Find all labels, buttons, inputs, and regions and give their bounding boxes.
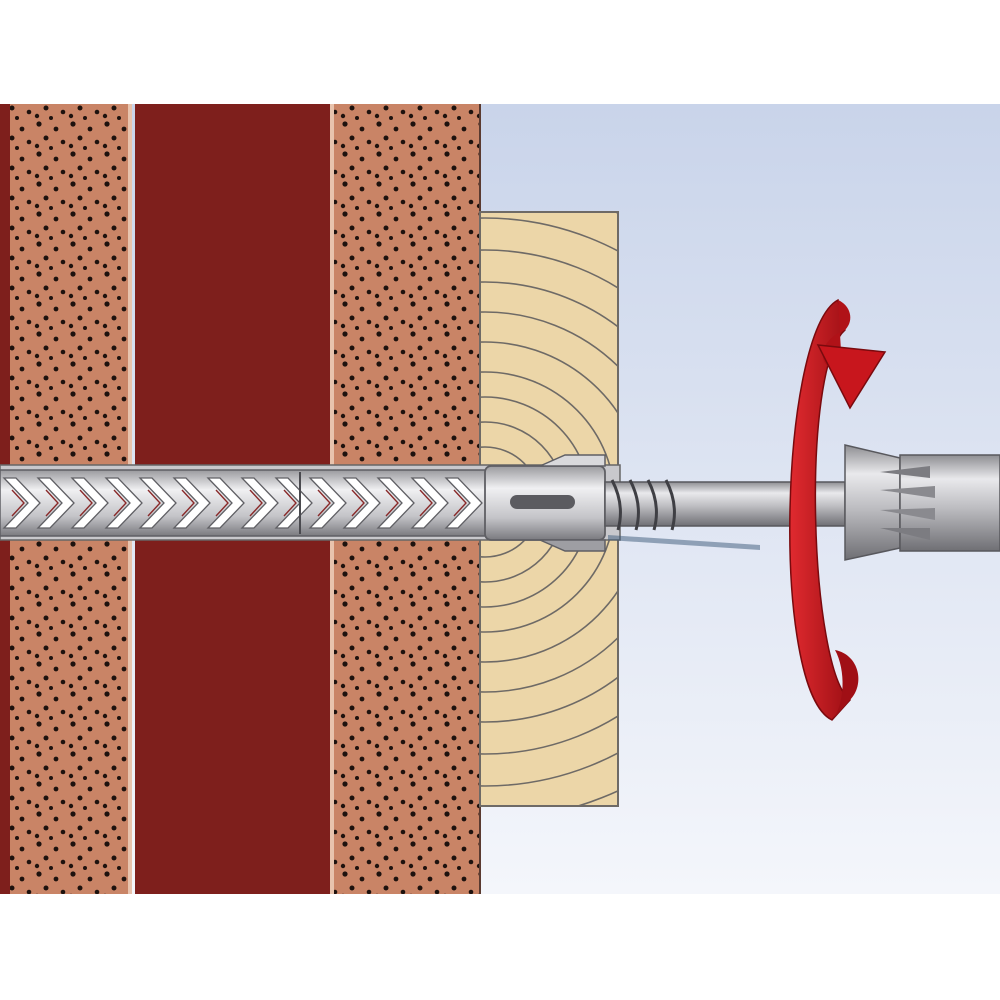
anchor-rib: [36, 477, 75, 529]
anchor-rib: [104, 477, 143, 529]
anchor-rib: [172, 477, 211, 529]
anchor-rib-shadow: [11, 489, 25, 517]
anchor-rib-shadow: [249, 489, 263, 517]
anchor-rib: [240, 477, 279, 529]
anchor-rib-shadow: [79, 489, 93, 517]
anchor-rib-shadow: [45, 489, 59, 517]
screw-thread: [610, 479, 676, 531]
screwdriver-bit: [880, 454, 1000, 552]
anchor-rib: [2, 477, 41, 529]
anchor-rib: [138, 477, 177, 529]
anchor-expansion-ribs: [2, 472, 483, 534]
anchor-rib: [308, 477, 347, 529]
anchor-rib-shadow: [113, 489, 127, 517]
anchor-rib-shadow: [453, 489, 467, 517]
anchor-rib: [206, 477, 245, 529]
anchor-rib-shadow: [283, 489, 297, 517]
anchor-rib: [410, 477, 449, 529]
anchor-rib-shadow: [419, 489, 433, 517]
anchor-rib: [70, 477, 109, 529]
anchor-rib: [342, 477, 381, 529]
anchor-rib-shadow: [385, 489, 399, 517]
anchor-rib: [376, 477, 415, 529]
plastic-anchor-sleeve: [0, 454, 606, 552]
anchor-rib-shadow: [181, 489, 195, 517]
anchor-rib-shadow: [215, 489, 229, 517]
clockwise-rotation-arrow-icon: [789, 298, 887, 721]
countersunk-head: [844, 444, 901, 561]
anchor-rib-shadow: [147, 489, 161, 517]
anchor-rib-shadow: [351, 489, 365, 517]
anchor-rib-shadow: [317, 489, 331, 517]
anchor-rib: [444, 477, 483, 529]
